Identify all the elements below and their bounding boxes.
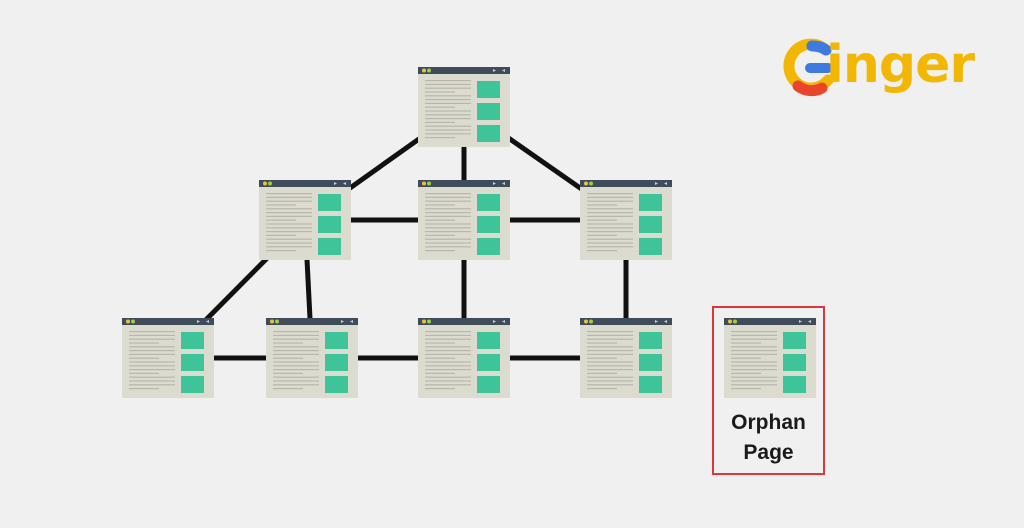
page-node-bottom-2 (266, 318, 358, 398)
page-node-bottom-4 (580, 318, 672, 398)
orphan-highlight-box (712, 306, 825, 475)
ginger-wordmark: inger (826, 35, 975, 95)
ginger-g-icon (783, 38, 834, 97)
web-page-icon (259, 180, 351, 260)
web-page-icon (266, 318, 358, 398)
web-page-icon (418, 180, 510, 260)
web-page-icon (418, 67, 510, 147)
web-page-icon (724, 318, 816, 398)
orphan-label-line1: Orphan (731, 411, 806, 434)
orphan-label: Orphan Page (712, 408, 825, 468)
page-node-bottom-3 (418, 318, 510, 398)
web-page-icon (580, 180, 672, 260)
page-node-top (418, 67, 510, 147)
page-node-mid-center (418, 180, 510, 260)
web-page-icon (418, 318, 510, 398)
page-node-bottom-1 (122, 318, 214, 398)
orphan-label-line2: Page (743, 441, 794, 464)
web-page-icon (122, 318, 214, 398)
ginger-logo: inger (782, 28, 1012, 108)
web-page-icon (580, 318, 672, 398)
page-node-orphan (724, 318, 816, 398)
page-node-mid-right (580, 180, 672, 260)
page-node-mid-left (259, 180, 351, 260)
